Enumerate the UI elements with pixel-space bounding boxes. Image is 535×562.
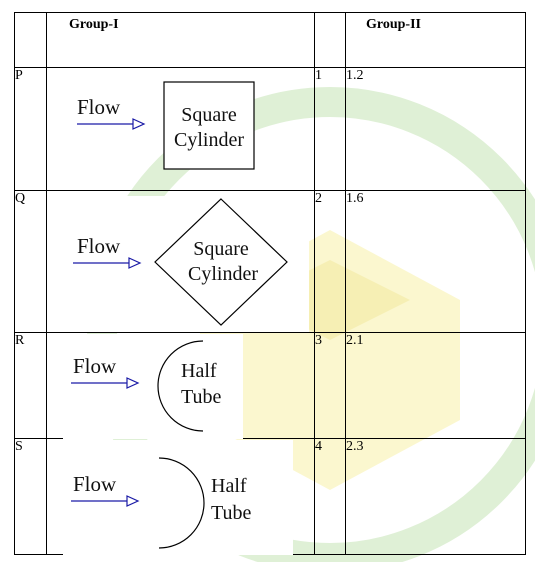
row-code: Q [14,190,47,333]
figure-cell: Flow Square Cylinder [46,67,315,191]
half-tube-figure: Flow Half Tube [63,440,293,555]
half-tube-figure: Flow Half Tube [63,334,243,439]
row-value: 2.3 [345,438,526,555]
flow-label: Flow [73,354,117,378]
flow-label: Flow [73,472,117,496]
table-row: S Flow Half Tube 4 2.3 [14,438,526,555]
shape-label-line1: Square [193,238,249,260]
half-tube-convex-shape [158,457,205,549]
figure-background [63,334,243,439]
flow-arrow-head-icon [126,495,140,507]
row-number: 2 [314,190,346,333]
row-number: 1 [314,67,346,191]
row-code: P [14,67,47,191]
square-cylinder-shape [163,81,255,170]
matching-table: Group-I Group-II P Flow Square Cylinder … [14,12,526,555]
shape-label-line2: Cylinder [174,129,244,151]
figure-cell: Flow Half Tube [46,332,315,439]
figure-cell: Flow Square Cylinder [46,190,315,333]
header-blank-cell [314,12,346,68]
row-value: 1.2 [345,67,526,191]
shape-label-line2: Tube [211,502,252,524]
header-blank-cell [14,12,47,68]
group2-heading: Group-II [345,12,526,68]
row-value: 1.6 [345,190,526,333]
figure-cell: Flow Half Tube [46,438,315,555]
row-number: 4 [314,438,346,555]
shape-label-line1: Square [181,104,237,126]
flow-arrow-head-icon [128,257,142,269]
flow-label: Flow [77,95,121,119]
shape-label-line2: Tube [181,386,222,408]
flow-label: Flow [77,234,121,258]
row-code: S [14,438,47,555]
diamond-cylinder-figure: Flow Square Cylinder [61,196,309,332]
figure-background [63,440,293,555]
row-value: 2.1 [345,332,526,439]
square-cylinder-figure: Flow Square Cylinder [77,81,255,170]
flow-arrow-head-icon [126,377,140,389]
table-row: R Flow Half Tube 3 2.1 [14,332,526,439]
row-number: 3 [314,332,346,439]
table-row: Q Flow Square Cylinder 2 1.6 [14,190,526,333]
header-row: Group-I Group-II [14,12,526,68]
shape-label-line2: Cylinder [188,263,258,285]
group1-heading: Group-I [46,12,315,68]
flow-arrow-head-icon [132,118,146,130]
table-row: P Flow Square Cylinder 1 1.2 [14,67,526,191]
row-code: R [14,332,47,439]
shape-label-line1: Half [181,360,217,382]
half-tube-concave-shape [157,340,204,432]
diamond-cylinder-shape [154,198,288,326]
shape-label-line1: Half [211,475,247,497]
